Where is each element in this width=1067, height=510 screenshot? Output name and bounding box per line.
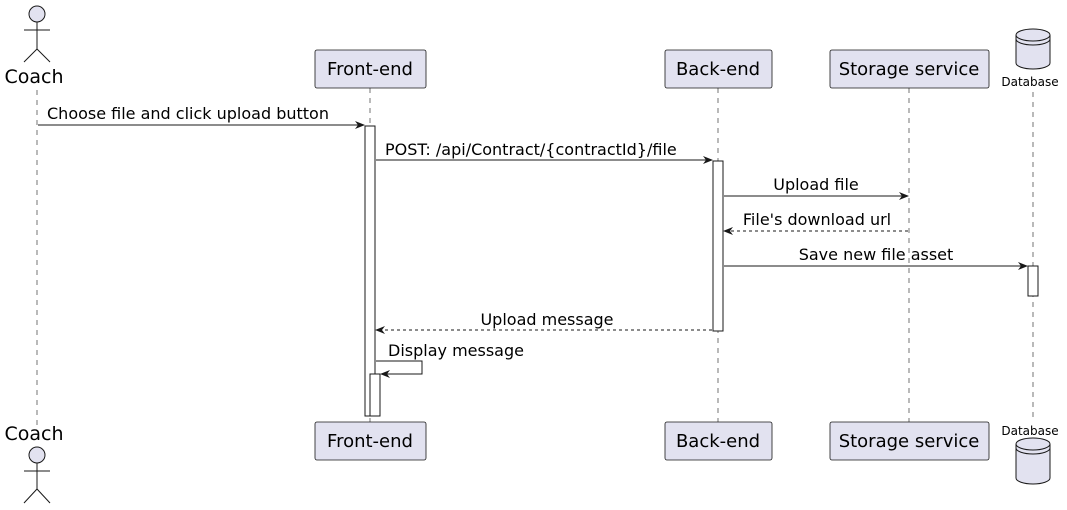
frontend-label-top: Front-end <box>327 59 413 80</box>
lifelines <box>36 88 1034 425</box>
activation-backend <box>712 160 724 332</box>
database-label-bottom: Database <box>1001 424 1058 438</box>
message-label-5: Save new file asset <box>799 245 954 264</box>
coach-actor-icon <box>23 5 51 63</box>
message-label-6: Upload message <box>480 310 613 329</box>
frontend-box-top <box>314 49 427 89</box>
participants-top: Coach Front-end Back-end Storage service… <box>4 5 1059 89</box>
frontend-box-bottom <box>314 421 427 461</box>
backend-label-bottom: Back-end <box>676 431 760 452</box>
participants-bottom: Coach Front-end Back-end Storage service… <box>4 421 1059 504</box>
activations <box>364 125 1039 417</box>
database-icon-bottom <box>1015 437 1051 485</box>
backend-box-bottom <box>664 421 773 461</box>
message-label-4: File's download url <box>743 210 891 229</box>
activation-frontend-self <box>369 373 381 417</box>
message-label-7: Display message <box>388 341 524 360</box>
activation-frontend <box>364 125 376 417</box>
message-labels: Choose file and click upload button POST… <box>47 104 953 360</box>
message-label-1: Choose file and click upload button <box>47 104 329 123</box>
database-label-top: Database <box>1001 75 1058 89</box>
coach-label-top: Coach <box>4 66 63 88</box>
storage-box-top <box>829 49 990 89</box>
database-icon-top <box>1015 28 1051 70</box>
activation-database <box>1027 265 1039 297</box>
storage-label-top: Storage service <box>839 59 980 80</box>
coach-label-bottom: Coach <box>4 423 63 445</box>
message-arrow-7 <box>376 360 423 378</box>
storage-box-bottom <box>829 421 990 461</box>
backend-box-top <box>664 49 773 89</box>
message-label-3: Upload file <box>773 175 859 194</box>
backend-label-top: Back-end <box>676 59 760 80</box>
message-label-2: POST: /api/Contract/{contractId}/file <box>385 140 677 159</box>
frontend-label-bottom: Front-end <box>327 431 413 452</box>
messages <box>38 121 1028 378</box>
storage-label-bottom: Storage service <box>839 431 980 452</box>
coach-actor-icon-bottom <box>23 446 51 504</box>
